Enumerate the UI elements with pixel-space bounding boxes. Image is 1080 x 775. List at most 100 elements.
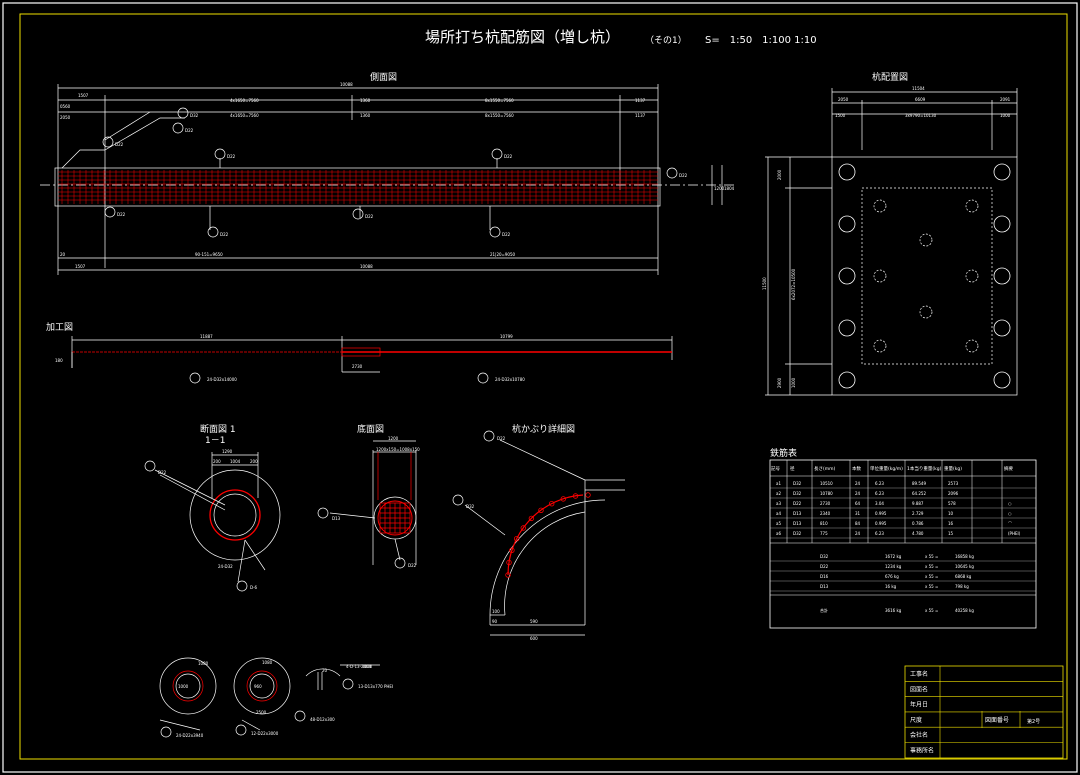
pile-added bbox=[965, 199, 979, 213]
svg-text:1080: 1080 bbox=[262, 660, 273, 665]
schedule-cell: 24 bbox=[855, 491, 861, 496]
crown-bar bbox=[585, 492, 591, 498]
bar-tag-label: D22 bbox=[365, 214, 374, 219]
svg-text:20: 20 bbox=[60, 252, 66, 257]
svg-text:1137: 1137 bbox=[635, 113, 646, 118]
header: 場所打ち杭配筋図（増し杭） （その1） S= 1:50 1:100 1:10 bbox=[425, 28, 817, 46]
svg-text:2730: 2730 bbox=[352, 364, 363, 369]
svg-text:200: 200 bbox=[213, 459, 221, 464]
totals-cell: 6868 kg bbox=[955, 574, 972, 579]
schedule-cell: 775 bbox=[820, 531, 828, 536]
totals-cell: 1672 kg bbox=[885, 554, 902, 559]
title-block-label: 事務所名 bbox=[910, 747, 934, 755]
crown-detail: 杭かぶり詳細図 100 590 90 600 bbox=[464, 423, 625, 641]
schedule-cell: D32 bbox=[793, 481, 802, 486]
svg-text:90-151=9650: 90-151=9650 bbox=[195, 252, 223, 257]
bar-tag-label: D22 bbox=[115, 142, 124, 147]
totals-cell: x 55 = bbox=[925, 564, 938, 569]
svg-text:4x1650=7560: 4x1650=7560 bbox=[230, 98, 259, 103]
title-block-label: 工事名 bbox=[910, 670, 928, 678]
schedule-header: 長さ(mm) bbox=[814, 465, 836, 472]
section-view-tags: D22 24-D32 D-6 bbox=[144, 460, 258, 592]
schedule-cell: D32 bbox=[793, 491, 802, 496]
pile-added bbox=[873, 339, 887, 353]
svg-text:1507: 1507 bbox=[78, 93, 89, 98]
side-view: 側面図 1507 10088 0560 4x1650=7560 1360 8x1… bbox=[40, 71, 735, 275]
svg-text:D22: D22 bbox=[158, 470, 167, 475]
schedule-cell: 6.23 bbox=[875, 531, 884, 536]
crown-bar bbox=[538, 507, 544, 513]
bar-tag-circle bbox=[352, 208, 364, 220]
svg-text:2900: 2900 bbox=[777, 377, 782, 388]
svg-text:1000: 1000 bbox=[1000, 113, 1011, 118]
svg-text:10088: 10088 bbox=[340, 82, 353, 87]
bar-schedule-headers: 記号径長さ(mm)本数単位重量(kg/m)1本当り重量(kg)重量(kg)摘要 bbox=[771, 465, 1013, 472]
plan-view-piles bbox=[838, 163, 1011, 389]
svg-text:21|20=9050: 21|20=9050 bbox=[490, 252, 516, 257]
bar-tag-label: D32 bbox=[190, 113, 199, 118]
schedule-cell: D32 bbox=[793, 531, 802, 536]
svg-text:10088: 10088 bbox=[360, 264, 373, 269]
schedule-cell: 0.995 bbox=[875, 511, 887, 516]
svg-text:D-6: D-6 bbox=[250, 585, 258, 590]
svg-text:12-D22x3000: 12-D22x3000 bbox=[251, 731, 279, 736]
svg-text:1360: 1360 bbox=[360, 113, 371, 118]
svg-text:1000: 1000 bbox=[791, 377, 796, 388]
plan-view: 杭配置図 11504 2050 6609 2091 1500 3x9790=10… bbox=[765, 71, 1018, 396]
bar-tag-circle bbox=[489, 226, 501, 238]
svg-text:48-D12x300: 48-D12x300 bbox=[310, 717, 335, 722]
bar-tag-label: D22 bbox=[502, 232, 511, 237]
schedule-cell: 31 bbox=[855, 511, 861, 516]
totals-cell: 676 kg bbox=[885, 574, 899, 579]
crown-bar bbox=[505, 572, 511, 578]
schedule-cell: ○ bbox=[1008, 501, 1012, 506]
pile-existing bbox=[993, 371, 1011, 389]
pile-added bbox=[919, 305, 933, 319]
svg-text:1004: 1004 bbox=[230, 459, 241, 464]
schedule-cell: a2 bbox=[776, 491, 781, 496]
svg-text:2091: 2091 bbox=[1000, 97, 1011, 102]
bar-tag-circle bbox=[102, 136, 114, 148]
schedule-header: 径 bbox=[790, 465, 795, 472]
pile-existing bbox=[838, 215, 856, 233]
section-view-subtitle: 1－1 bbox=[205, 436, 225, 446]
svg-text:1804: 1804 bbox=[724, 186, 735, 191]
svg-text:1507: 1507 bbox=[75, 264, 86, 269]
totals-cell: D22 bbox=[820, 564, 829, 569]
svg-text:10799: 10799 bbox=[500, 334, 513, 339]
schedule-cell: 6.23 bbox=[875, 481, 884, 486]
schedule-cell: 2730 bbox=[820, 501, 831, 506]
svg-text:960: 960 bbox=[254, 684, 262, 689]
svg-text:D22: D22 bbox=[408, 563, 417, 568]
schedule-cell: ⌒ bbox=[1008, 520, 1012, 526]
crown-detail-title: 杭かぶり詳細図 bbox=[512, 423, 575, 435]
side-view-title: 側面図 bbox=[370, 71, 397, 83]
schedule-header: 本数 bbox=[852, 465, 861, 472]
svg-text:90: 90 bbox=[492, 619, 498, 624]
totals-cell: D13 bbox=[820, 584, 829, 589]
bar-tag-label: D22 bbox=[679, 173, 688, 178]
svg-text:8x1550=7560: 8x1550=7560 bbox=[485, 98, 514, 103]
crown-bar bbox=[509, 547, 515, 553]
schedule-cell: D22 bbox=[793, 501, 802, 506]
schedule-cell: a3 bbox=[776, 501, 781, 506]
schedule-cell: a5 bbox=[776, 521, 781, 526]
section-view: 断面図 1 1－1 1290 200 1004 200 bbox=[154, 423, 281, 583]
totals-cell: D16 bbox=[820, 574, 829, 579]
totals-cell: 1234 kg bbox=[885, 564, 902, 569]
schedule-cell: 2.729 bbox=[912, 511, 924, 516]
svg-text:1000: 1000 bbox=[362, 664, 373, 669]
schedule-cell: 2573 bbox=[948, 481, 959, 486]
bar-tag-label: D22 bbox=[504, 154, 513, 159]
section-view-title: 断面図 1 bbox=[200, 423, 236, 435]
bar-tag-label: D22 bbox=[227, 154, 236, 159]
bar-tag-label: D22 bbox=[185, 128, 194, 133]
svg-text:1000: 1000 bbox=[178, 684, 189, 689]
totals-cell: D32 bbox=[820, 554, 829, 559]
schedule-header: 記号 bbox=[771, 465, 780, 472]
title-block-label: 尺度 bbox=[910, 716, 922, 724]
pile-added bbox=[965, 339, 979, 353]
schedule-cell: 2340 bbox=[820, 511, 831, 516]
